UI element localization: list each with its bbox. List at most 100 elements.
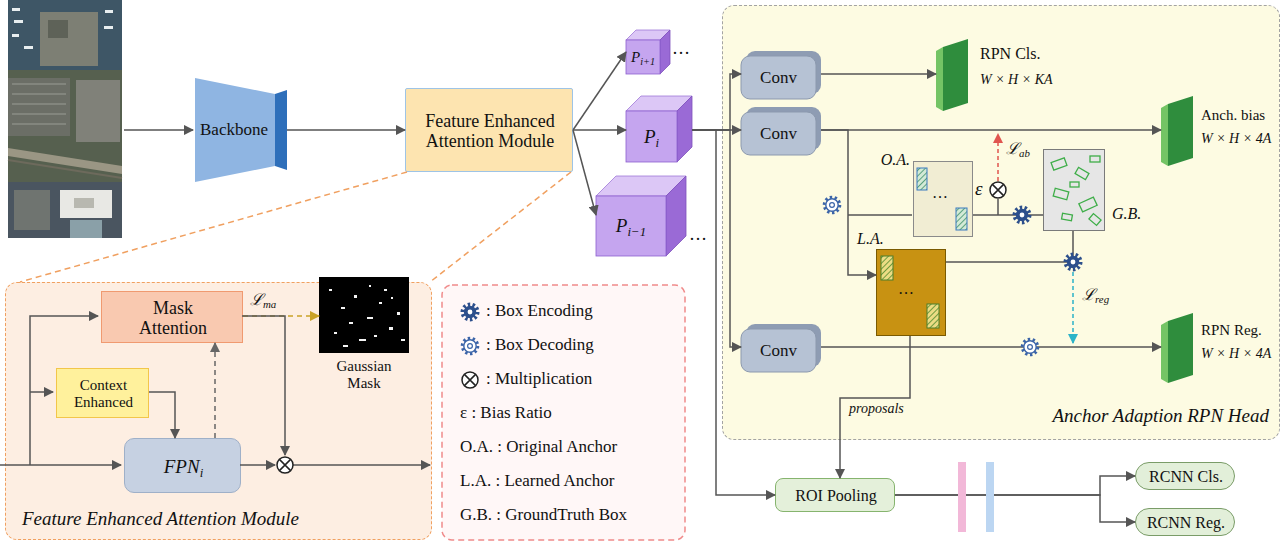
map-side bbox=[1161, 104, 1168, 166]
mask-spot bbox=[334, 332, 337, 334]
legend-row: : Box Encoding bbox=[486, 301, 593, 320]
connector bbox=[973, 214, 1043, 216]
head-pill: RCNN Reg. bbox=[1135, 508, 1235, 536]
slab-shape bbox=[936, 39, 968, 111]
encode-gear bbox=[1015, 208, 1030, 223]
node-text: G.B. bbox=[1112, 205, 1141, 223]
connector bbox=[573, 129, 626, 131]
map-face bbox=[943, 39, 968, 111]
groundtruth-box bbox=[1075, 167, 1089, 179]
legend-text: G.B. : GroundTruth Box bbox=[460, 505, 627, 524]
text-slot: RCNN Reg. bbox=[1136, 509, 1236, 537]
fc-layer-bar bbox=[986, 462, 994, 532]
label-slot: … bbox=[689, 224, 707, 244]
groundtruth-box bbox=[1051, 158, 1067, 170]
label-slot: ε bbox=[975, 178, 983, 199]
label-slot: ℒab bbox=[1006, 140, 1030, 158]
mask-spot bbox=[374, 335, 377, 337]
backbone-edge bbox=[275, 90, 287, 170]
node-text: W × H × 4A bbox=[1201, 346, 1271, 362]
text-slot: Conv bbox=[741, 56, 816, 99]
input-arrow bbox=[124, 129, 193, 131]
mask-spot bbox=[329, 289, 332, 291]
mask-spot bbox=[369, 285, 371, 287]
encode-gear bbox=[1066, 255, 1081, 270]
connector bbox=[149, 392, 175, 438]
text-slot: Pi bbox=[626, 111, 677, 162]
ellipsis: … bbox=[898, 280, 914, 298]
cube-front bbox=[626, 111, 677, 162]
legend-text: ε : Bias Ratio bbox=[460, 403, 552, 422]
text-slot: FPNi bbox=[125, 439, 242, 494]
text-slot: W × H × 4A bbox=[1201, 343, 1281, 365]
node-text: Pi−1 bbox=[616, 215, 646, 236]
anchor-box bbox=[956, 208, 967, 230]
anchor-wires bbox=[848, 134, 1073, 343]
text-slot: Anch. bias bbox=[1201, 104, 1281, 126]
rpn-head-panel: ConvRPN Cls.W × H × KAConvAnch. biasW × … bbox=[722, 5, 1280, 440]
cube-shape bbox=[626, 96, 692, 162]
legend-row: : Box Decoding bbox=[486, 335, 594, 354]
label-slot: … bbox=[898, 280, 914, 298]
ellipsis: … bbox=[932, 184, 948, 202]
gb-shape bbox=[1044, 150, 1106, 232]
slab-shape bbox=[1161, 313, 1193, 383]
connector bbox=[692, 74, 741, 130]
node-text: Pi bbox=[644, 126, 659, 147]
fc-layer-bar bbox=[958, 462, 966, 532]
legend-gear-filled bbox=[463, 305, 478, 320]
connector bbox=[214, 343, 216, 438]
connector bbox=[946, 231, 1073, 262]
conv-front bbox=[741, 329, 816, 372]
legend-multiply bbox=[462, 372, 478, 388]
output-map: Anch. biasW × H × 4A bbox=[1161, 96, 1193, 166]
ellipsis: … bbox=[672, 38, 690, 58]
node-text: Gaussian Mask bbox=[319, 358, 409, 392]
edge-label: ℒma bbox=[250, 291, 276, 309]
groundtruth-box bbox=[1062, 213, 1073, 221]
text-slot: L.A. bbox=[857, 230, 891, 248]
cube-front bbox=[596, 196, 666, 256]
ellipsis: … bbox=[689, 224, 707, 244]
mask-spot bbox=[359, 339, 366, 341]
legend-text: O.A. : Original Anchor bbox=[460, 437, 617, 456]
mask-spot bbox=[389, 327, 393, 330]
cube-front bbox=[626, 40, 660, 74]
connector bbox=[821, 129, 1161, 131]
connector bbox=[821, 130, 876, 275]
mask-spot bbox=[391, 297, 393, 299]
node-text: Context Enhanced bbox=[61, 377, 147, 411]
label-slot: proposals bbox=[849, 401, 904, 417]
legend-row: G.B. : GroundTruth Box bbox=[460, 505, 627, 524]
symbol-label: ε bbox=[975, 178, 983, 199]
module-box: Feature Enhanced Attention Module bbox=[405, 88, 573, 172]
node-text: Mask Attention bbox=[125, 298, 221, 338]
legend-panel bbox=[442, 285, 685, 540]
node-text: RPN Cls. bbox=[980, 45, 1040, 63]
edge-label: proposals bbox=[849, 401, 904, 417]
map-face bbox=[1168, 96, 1193, 166]
output-map: RPN Cls.W × H × KA bbox=[936, 39, 968, 111]
conv-block: Conv bbox=[741, 324, 821, 372]
connector bbox=[430, 172, 571, 282]
context-box: Context Enhanced bbox=[56, 368, 149, 418]
groundtruth-box bbox=[1070, 182, 1079, 187]
node-text: W × H × 4A bbox=[1201, 131, 1271, 147]
mask-spot bbox=[343, 345, 348, 347]
mask-spot bbox=[384, 289, 387, 291]
text-slot: Feature Enhanced Attention Module bbox=[22, 505, 342, 533]
subscript: reg bbox=[1095, 293, 1109, 305]
output-map: RPN Reg.W × H × 4A bbox=[1161, 313, 1193, 383]
mask-spot bbox=[341, 307, 345, 309]
connector bbox=[821, 346, 1161, 348]
attention-wires bbox=[0, 316, 430, 465]
label-slot: ℒma bbox=[250, 291, 276, 309]
node-text: Conv bbox=[760, 68, 797, 87]
subscript: i bbox=[200, 464, 204, 479]
node-text: Conv bbox=[760, 124, 797, 143]
connector bbox=[895, 476, 1135, 495]
detail-panel: Mask AttentionContext EnhancedFPNi Gaussi… bbox=[5, 282, 432, 540]
legend-row: ε : Bias Ratio bbox=[460, 403, 552, 422]
subscript: i bbox=[656, 134, 660, 149]
slab-shape bbox=[1161, 96, 1193, 166]
